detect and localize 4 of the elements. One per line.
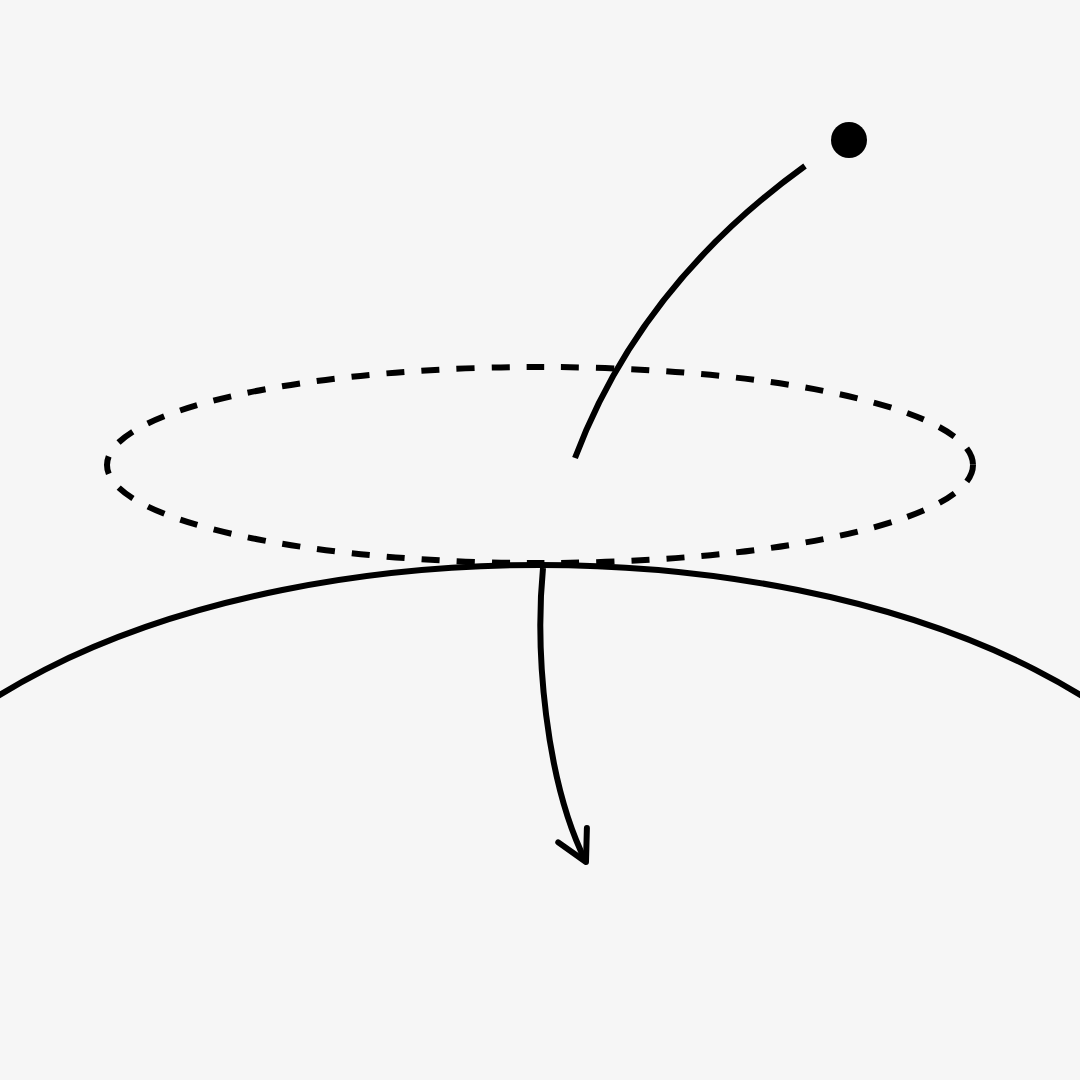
arrow [537,567,592,865]
trajectory-line [572,163,807,460]
dashed-orbit [104,364,976,566]
dot [831,122,867,158]
